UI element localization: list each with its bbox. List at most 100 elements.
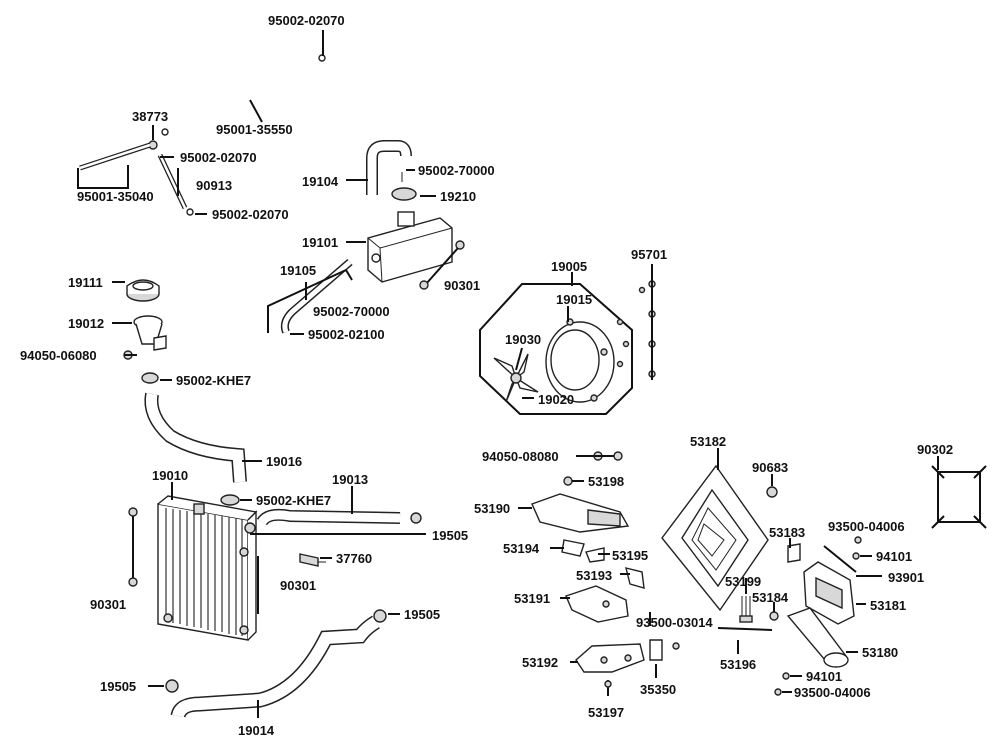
label-53184: 53184	[752, 590, 789, 605]
tank-cap-19210	[391, 187, 417, 201]
label-19020: 19020	[538, 392, 574, 407]
label-53183: 53183	[769, 525, 805, 540]
label-94050-06080: 94050-06080	[20, 348, 97, 363]
screw-94101-a	[852, 552, 860, 560]
bracket-53192	[575, 643, 645, 673]
label-53191: 53191	[514, 591, 550, 606]
label-19005: 19005	[551, 259, 587, 274]
bolt-94050-08080-b	[613, 451, 623, 461]
duct-53182	[661, 464, 769, 612]
label-90301-tank: 90301	[444, 278, 480, 293]
bolt-90301-tank	[455, 240, 465, 250]
label-94101-a: 94101	[876, 549, 912, 564]
bolt-53198	[563, 476, 573, 486]
radiator-cap-19111	[126, 279, 160, 302]
rod-53196	[717, 627, 773, 631]
label-93901: 93901	[888, 570, 924, 585]
leader-90301-tank	[425, 247, 459, 285]
label-19015: 19015	[556, 292, 592, 307]
label-19505-a: 19505	[432, 528, 468, 543]
bolt-90683	[766, 486, 778, 498]
label-19030: 19030	[505, 332, 541, 347]
label-35350: 35350	[640, 682, 676, 697]
label-95002-02070-low: 95002-02070	[212, 207, 289, 222]
label-19505-b: 19505	[404, 607, 440, 622]
fan-19020	[493, 353, 539, 403]
reserve-tank-19101	[367, 211, 453, 283]
label-93500-04006-b: 93500-04006	[794, 685, 871, 700]
label-19012: 19012	[68, 316, 104, 331]
sensor-37760	[299, 553, 326, 567]
label-53199: 53199	[725, 574, 761, 589]
clip-53195	[585, 547, 605, 563]
hose-19104	[366, 140, 412, 195]
housing-53181	[803, 561, 855, 625]
label-53180: 53180	[862, 645, 898, 660]
screw-93500-03014	[672, 642, 680, 650]
clamp-95002-KHE7-b	[220, 494, 240, 506]
label-90683: 90683	[752, 460, 788, 475]
label-53193: 53193	[576, 568, 612, 583]
label-19505-c: 19505	[100, 679, 136, 694]
housing-53180	[786, 607, 849, 668]
clamp-19505-a	[410, 512, 422, 524]
label-90301-left: 90301	[90, 597, 126, 612]
label-53197: 53197	[588, 705, 624, 720]
tube-95001-35040	[79, 142, 188, 210]
label-95002-KHE7-b: 95002-KHE7	[256, 493, 331, 508]
hose-19016	[144, 392, 247, 483]
label-53194: 53194	[503, 541, 540, 556]
label-95002-02070-mid: 95002-02070	[180, 150, 257, 165]
hose-19014	[170, 615, 380, 718]
label-93500-03014: 93500-03014	[636, 615, 713, 630]
label-94101-b: 94101	[806, 669, 842, 684]
frame-90302	[931, 465, 987, 529]
label-19010: 19010	[152, 468, 188, 483]
label-19013: 19013	[332, 472, 368, 487]
label-19016: 19016	[266, 454, 302, 469]
label-53181: 53181	[870, 598, 906, 613]
clip-53194	[561, 539, 585, 557]
screws-95701	[616, 280, 656, 378]
label-95002-70000-b: 95002-70000	[313, 304, 390, 319]
tube-95001-35550	[161, 54, 326, 136]
hose-19105	[280, 258, 353, 334]
label-53196: 53196	[720, 657, 756, 672]
clamp-19505-c	[165, 679, 179, 693]
label-19101: 19101	[302, 235, 338, 250]
bolt-53184	[769, 611, 779, 621]
bolt-90301-left-bottom	[128, 577, 138, 587]
label-53192: 53192	[522, 655, 558, 670]
label-19111: 19111	[68, 275, 103, 290]
label-95701: 95701	[631, 247, 667, 262]
label-95002-KHE7-a: 95002-KHE7	[176, 373, 251, 388]
label-37760: 37760	[336, 551, 372, 566]
label-19014: 19014	[238, 723, 275, 738]
bolt-53197	[604, 680, 612, 688]
label-38773: 38773	[132, 109, 168, 124]
label-95001-35550: 95001-35550	[216, 122, 293, 137]
washer-93500-04006-a	[854, 536, 862, 544]
clamp-19505-a2	[244, 522, 256, 534]
spring-53199	[739, 596, 753, 623]
screw-93500-04006-b	[774, 688, 782, 696]
spring-93901	[823, 545, 857, 573]
label-93500-04006-a: 93500-04006	[828, 519, 905, 534]
bracket-95001-35040	[77, 165, 129, 189]
hose-19013	[256, 508, 401, 526]
nut-90301-tank	[419, 280, 429, 290]
clamp-19505-b	[373, 609, 387, 623]
label-90301-right: 90301	[280, 578, 316, 593]
label-19104: 19104	[302, 174, 339, 189]
label-95002-02100: 95002-02100	[308, 327, 385, 342]
bracket-53190	[531, 493, 630, 533]
label-53182: 53182	[690, 434, 726, 449]
clip-38773	[148, 140, 158, 150]
clamp-95002-KHE7-a	[141, 372, 159, 384]
plate-53191	[565, 585, 629, 623]
clip-95002-02070	[186, 208, 194, 216]
clip-35350	[649, 639, 663, 661]
label-53195: 53195	[612, 548, 648, 563]
